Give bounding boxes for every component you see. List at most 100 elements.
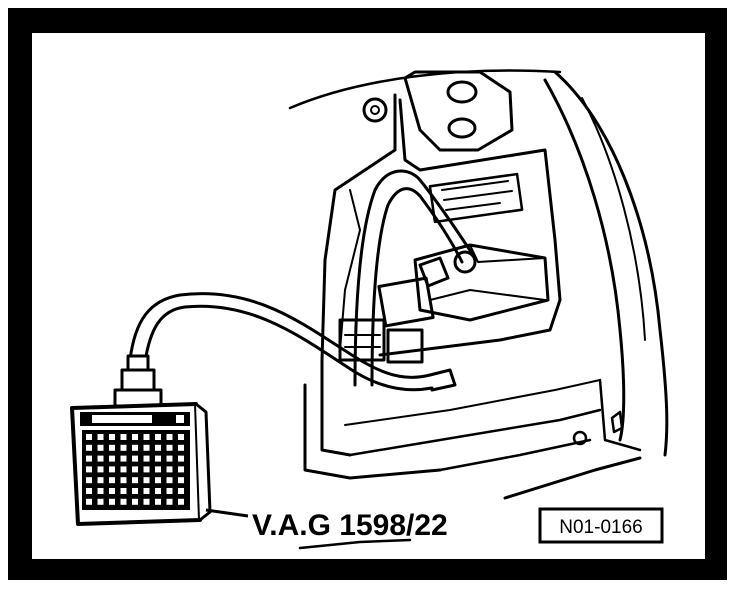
socket-hole bbox=[120, 477, 127, 484]
socket-hole bbox=[155, 466, 161, 473]
socket-hole bbox=[97, 488, 104, 494]
connector-plug-upper bbox=[377, 276, 435, 328]
socket-hole bbox=[178, 466, 184, 473]
socket-hole bbox=[120, 488, 127, 494]
socket-hole bbox=[86, 498, 92, 505]
callout-label: V.A.G 1598/22 bbox=[252, 509, 448, 542]
control-module-ridge bbox=[429, 289, 546, 301]
socket-hole bbox=[143, 466, 150, 473]
socket-hole bbox=[155, 434, 161, 440]
socket-hole bbox=[97, 498, 104, 505]
socket-hole bbox=[155, 488, 161, 494]
socket-hole bbox=[178, 455, 184, 462]
harness-loop-inner bbox=[370, 187, 464, 387]
label-plate-line-1 bbox=[441, 180, 509, 191]
test-box bbox=[70, 354, 212, 526]
bracket-hole-top bbox=[446, 80, 478, 104]
control-module-top bbox=[469, 244, 546, 263]
socket-hole bbox=[120, 466, 127, 473]
socket-hole bbox=[143, 477, 150, 484]
vehicle-body-drawing bbox=[128, 69, 669, 550]
socket-hole bbox=[178, 444, 184, 451]
floor-inner-line bbox=[344, 379, 601, 426]
socket-hole bbox=[109, 434, 115, 440]
socket-hole bbox=[132, 444, 138, 451]
bolt-upper bbox=[362, 97, 388, 123]
floor-bottom-line bbox=[503, 456, 642, 500]
socket-hole bbox=[86, 444, 92, 451]
socket-hole bbox=[132, 488, 138, 494]
socket-hole bbox=[143, 488, 150, 494]
upper-bracket bbox=[403, 70, 514, 152]
socket-hole bbox=[155, 444, 161, 451]
socket-hole bbox=[86, 466, 92, 473]
socket-hole bbox=[86, 488, 92, 494]
harness-loop-outer bbox=[353, 169, 477, 387]
bolt-upper-center bbox=[370, 105, 380, 115]
floor-lower-diagonal bbox=[438, 438, 592, 472]
socket-hole bbox=[120, 434, 127, 440]
compartment-recess bbox=[378, 98, 562, 357]
floor-front-edge bbox=[598, 378, 642, 452]
socket-hole bbox=[86, 455, 92, 462]
socket-hole bbox=[132, 434, 138, 440]
test-box-side bbox=[195, 402, 212, 522]
socket-hole bbox=[86, 434, 92, 440]
bracket-hole-bottom bbox=[447, 117, 477, 139]
socket-hole bbox=[86, 477, 92, 484]
socket-hole bbox=[109, 488, 115, 494]
floor-line-lower bbox=[303, 383, 442, 480]
cable-plug-end bbox=[428, 368, 457, 392]
harness-strap bbox=[418, 256, 450, 288]
body-top-arc bbox=[288, 69, 562, 110]
socket-hole bbox=[178, 498, 184, 505]
socket-hole bbox=[97, 434, 104, 440]
compartment-left-wall bbox=[320, 93, 397, 362]
socket-hole bbox=[109, 477, 115, 484]
socket-hole bbox=[166, 477, 173, 484]
socket-hole bbox=[155, 455, 161, 462]
socket-hole bbox=[143, 434, 150, 440]
harness-connector-nut bbox=[453, 250, 477, 274]
socket-hole bbox=[166, 466, 173, 473]
socket-hole bbox=[109, 444, 115, 451]
socket-hole bbox=[178, 488, 184, 494]
socket-hole bbox=[109, 498, 115, 505]
label-plate-line-2 bbox=[443, 190, 513, 201]
label-plate-line-3 bbox=[445, 202, 501, 211]
test-box-socket-holes bbox=[86, 434, 184, 505]
socket-hole bbox=[155, 477, 161, 484]
socket-hole bbox=[155, 498, 161, 505]
component-label-plate bbox=[428, 172, 524, 224]
socket-hole bbox=[132, 498, 138, 505]
bottom-center-line bbox=[298, 538, 412, 550]
socket-hole bbox=[166, 455, 173, 462]
floor-diagonal bbox=[348, 408, 602, 457]
fender-mid-curve bbox=[581, 97, 646, 341]
socket-hole bbox=[132, 477, 138, 484]
socket-hole bbox=[120, 498, 127, 505]
test-box-header-window bbox=[92, 415, 152, 423]
socket-hole bbox=[166, 498, 173, 505]
socket-hole bbox=[97, 477, 104, 484]
connector-plug-right bbox=[386, 328, 424, 364]
socket-hole bbox=[178, 434, 184, 440]
socket-hole bbox=[97, 466, 104, 473]
figure-reference: N01-0166 bbox=[559, 517, 642, 538]
test-box-plug-top bbox=[126, 354, 150, 372]
socket-hole bbox=[143, 444, 150, 451]
socket-hole bbox=[109, 466, 115, 473]
socket-hole bbox=[166, 434, 173, 440]
socket-hole bbox=[120, 444, 127, 451]
socket-hole bbox=[132, 455, 138, 462]
floor-bolt bbox=[572, 430, 588, 446]
test-box-header-dot bbox=[176, 415, 184, 423]
socket-hole bbox=[166, 488, 173, 494]
floor-clip bbox=[610, 410, 624, 434]
socket-hole bbox=[132, 466, 138, 473]
socket-hole bbox=[143, 455, 150, 462]
fender-outer-curve bbox=[553, 70, 669, 457]
fender-inner-curve bbox=[543, 78, 626, 442]
test-cable-inner bbox=[143, 304, 434, 392]
